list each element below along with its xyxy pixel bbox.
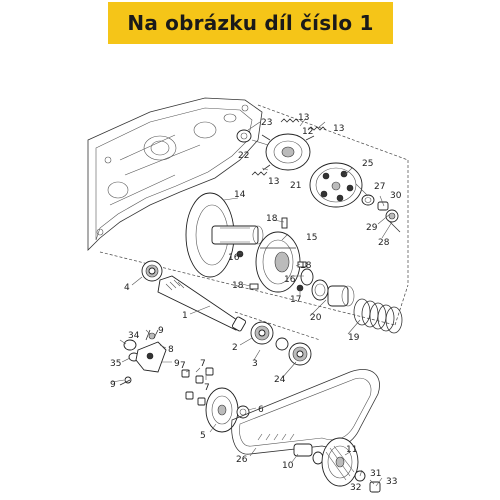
part-label: 13 bbox=[333, 124, 344, 134]
part-label: 13 bbox=[298, 113, 309, 123]
secondary-sheave bbox=[205, 387, 250, 433]
washer bbox=[236, 129, 252, 143]
driven-pulley bbox=[293, 437, 359, 487]
part-label: 9 bbox=[110, 380, 116, 390]
part-label: 33 bbox=[386, 477, 397, 487]
fixed-sheave bbox=[185, 192, 264, 278]
part-label: 3 bbox=[252, 359, 258, 369]
part-label: 34 bbox=[128, 331, 140, 341]
part-label: 24 bbox=[274, 375, 286, 385]
bearing-left bbox=[141, 260, 163, 282]
seals-and-spring bbox=[300, 268, 403, 334]
clutch-housing bbox=[309, 162, 363, 208]
part-label: 19 bbox=[348, 333, 360, 343]
part-label: 28 bbox=[378, 238, 390, 248]
crankcase-housing bbox=[87, 97, 263, 251]
part-label: 8 bbox=[168, 345, 174, 355]
part-label: 18 bbox=[266, 214, 278, 224]
part-number-labels: 23 22 13 12 13 13 21 25 27 30 29 28 14 1… bbox=[110, 113, 402, 493]
part-label: 26 bbox=[236, 455, 248, 465]
part-label: 9 bbox=[174, 359, 180, 369]
slider-pieces bbox=[181, 367, 214, 406]
part-label: 18 bbox=[232, 281, 244, 291]
drive-nut bbox=[354, 470, 381, 493]
part-label: 35 bbox=[110, 359, 121, 369]
part-label: 16 bbox=[284, 275, 296, 285]
part-label: 5 bbox=[200, 431, 206, 441]
clutch-carrier bbox=[261, 133, 315, 171]
part-label: 12 bbox=[302, 127, 313, 137]
part-label: 27 bbox=[374, 182, 385, 192]
leader-lines bbox=[111, 117, 393, 487]
part-label: 13 bbox=[268, 177, 279, 187]
part-label: 7 bbox=[204, 383, 210, 393]
part-label: 29 bbox=[366, 223, 378, 233]
part-label: 14 bbox=[234, 190, 246, 200]
clutch-nut-parts bbox=[361, 194, 401, 233]
bearing-right bbox=[288, 342, 312, 366]
primary-shaft bbox=[157, 275, 247, 332]
part-label: 18 bbox=[300, 261, 312, 271]
part-label: 22 bbox=[238, 151, 249, 161]
gear-lever-assembly bbox=[119, 329, 167, 386]
part-label: 4 bbox=[124, 283, 130, 293]
v-belt bbox=[231, 369, 380, 455]
clutch-springs bbox=[251, 118, 327, 176]
part-label: 23 bbox=[261, 118, 272, 128]
part-label: 31 bbox=[370, 469, 381, 479]
bearing-center bbox=[250, 321, 289, 351]
assembly-boundary bbox=[99, 104, 409, 341]
part-label: 32 bbox=[350, 483, 361, 493]
part-label: 10 bbox=[282, 461, 294, 471]
part-label: 7 bbox=[200, 359, 206, 369]
part-label: 6 bbox=[258, 405, 264, 415]
title-banner: Na obrázku díl číslo 1 bbox=[108, 2, 393, 44]
part-label: 21 bbox=[290, 181, 301, 191]
part-label: 7 bbox=[180, 361, 186, 371]
part-label: 20 bbox=[310, 313, 322, 323]
part-label: 30 bbox=[390, 191, 402, 201]
part-label: 2 bbox=[232, 343, 238, 353]
part-label: 16 bbox=[228, 253, 240, 263]
part-label: 25 bbox=[362, 159, 373, 169]
part-label: 1 bbox=[182, 311, 188, 321]
part-label: 17 bbox=[290, 295, 301, 305]
part-label: 9 bbox=[158, 326, 164, 336]
part-label: 11 bbox=[346, 445, 357, 455]
part-label: 15 bbox=[306, 233, 317, 243]
banner-title: Na obrázku díl číslo 1 bbox=[127, 11, 374, 35]
